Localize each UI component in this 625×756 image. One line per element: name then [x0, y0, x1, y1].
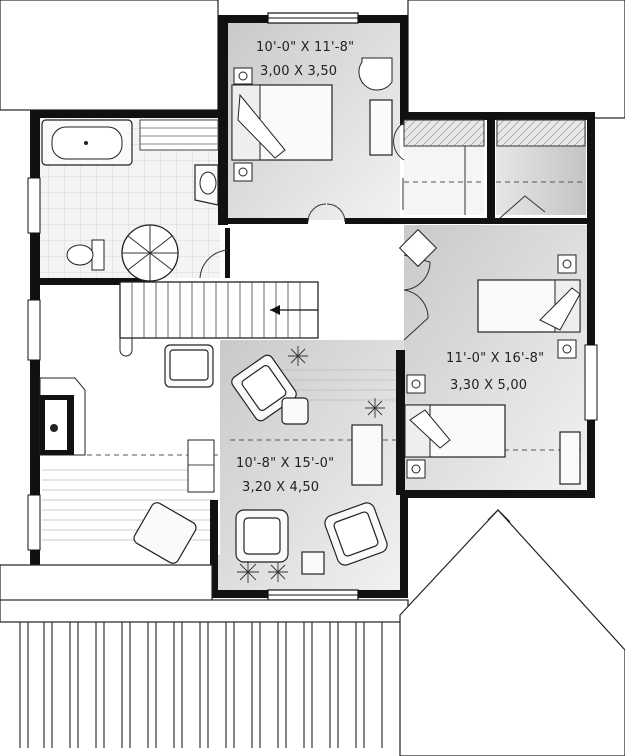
plant-icon	[237, 346, 385, 583]
stair-arrow-icon	[119, 281, 319, 357]
bench	[187, 439, 215, 493]
bed-icon-lower	[404, 374, 506, 479]
room-dim-metric-top: 3,00 X 3,50	[260, 64, 337, 79]
room-dim-imperial-family: 10'-8" X 15'-0"	[236, 456, 334, 471]
doors	[199, 119, 546, 341]
room-dim-imperial-top: 10'-0" X 11'-8"	[256, 40, 354, 55]
desk-icon	[369, 99, 393, 156]
porch-roof	[0, 564, 409, 623]
bathtub-icon	[41, 119, 133, 166]
toilet-icon	[66, 239, 105, 271]
fireplace-icon	[39, 377, 86, 456]
gable-roof	[399, 509, 625, 756]
corner-table	[398, 228, 438, 268]
spiral-stair-icon	[121, 224, 179, 282]
armchair-icon	[358, 57, 393, 91]
bed-icon	[231, 67, 333, 182]
room-dim-metric-family: 3,20 X 4,50	[242, 480, 319, 495]
room-dim-imperial-right: 11'-0" X 16'-8"	[446, 351, 544, 366]
windows	[27, 12, 598, 601]
bed-icon-right	[477, 254, 581, 359]
armchair-icon-family	[133, 344, 388, 575]
closets	[403, 119, 586, 215]
room-dim-metric-right: 3,30 X 5,00	[450, 378, 527, 393]
sink-icon	[194, 164, 219, 206]
porch-railing	[19, 622, 383, 748]
roof-right	[407, 0, 625, 119]
desk-icon-right	[559, 431, 581, 485]
roof-left	[0, 0, 219, 111]
bath-shelf	[139, 119, 219, 151]
